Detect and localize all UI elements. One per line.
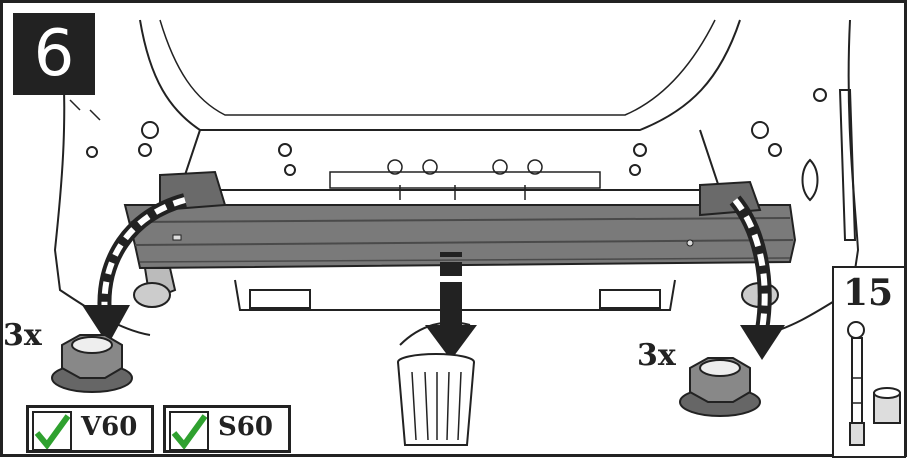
flange-nut-icon: [51, 334, 133, 393]
step-number: 6: [13, 13, 95, 95]
model-label: V60: [81, 412, 138, 442]
model-check-s60: S60: [163, 405, 291, 453]
checkbox: [32, 411, 72, 451]
model-check-v60: V60: [26, 405, 154, 453]
socket-wrench-icon: [847, 321, 901, 446]
nut-quantity-left: 3x: [3, 318, 42, 353]
nut-quantity-right: 3x: [637, 338, 676, 373]
check-mark-icon: [171, 414, 207, 449]
model-label: S60: [218, 412, 273, 442]
flange-nut-icon: [679, 357, 761, 417]
removal-arrow-right: [729, 195, 785, 360]
trash-bin-icon: [397, 321, 475, 446]
checkbox: [169, 411, 209, 451]
discard-arrow: [425, 252, 477, 360]
removal-arrow-left: [82, 193, 188, 345]
check-mark-icon: [34, 414, 70, 449]
plate-recess: [329, 159, 601, 200]
torque-value: 15: [843, 272, 894, 314]
bumper-beam: [123, 204, 797, 270]
